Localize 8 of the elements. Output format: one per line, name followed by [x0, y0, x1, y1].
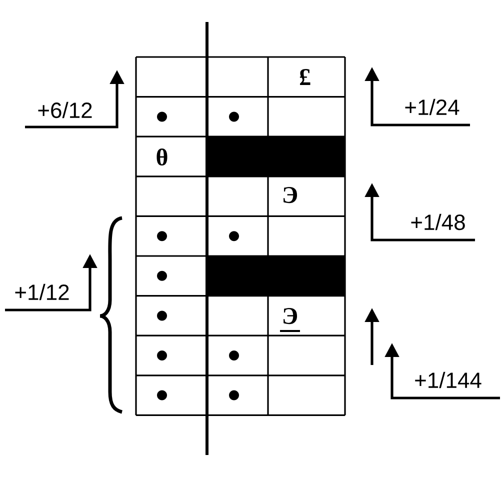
pitch-label: +6/12 — [38, 102, 92, 118]
pitch-label: +1/12 — [15, 284, 69, 300]
symbol: θ — [156, 148, 168, 166]
pitch-label: +1/48 — [411, 214, 465, 230]
pitch-label: +1/144 — [415, 372, 482, 388]
symbol: £ — [300, 69, 310, 85]
symbol: Э — [284, 186, 298, 204]
pitch-label: +1/24 — [405, 98, 460, 116]
